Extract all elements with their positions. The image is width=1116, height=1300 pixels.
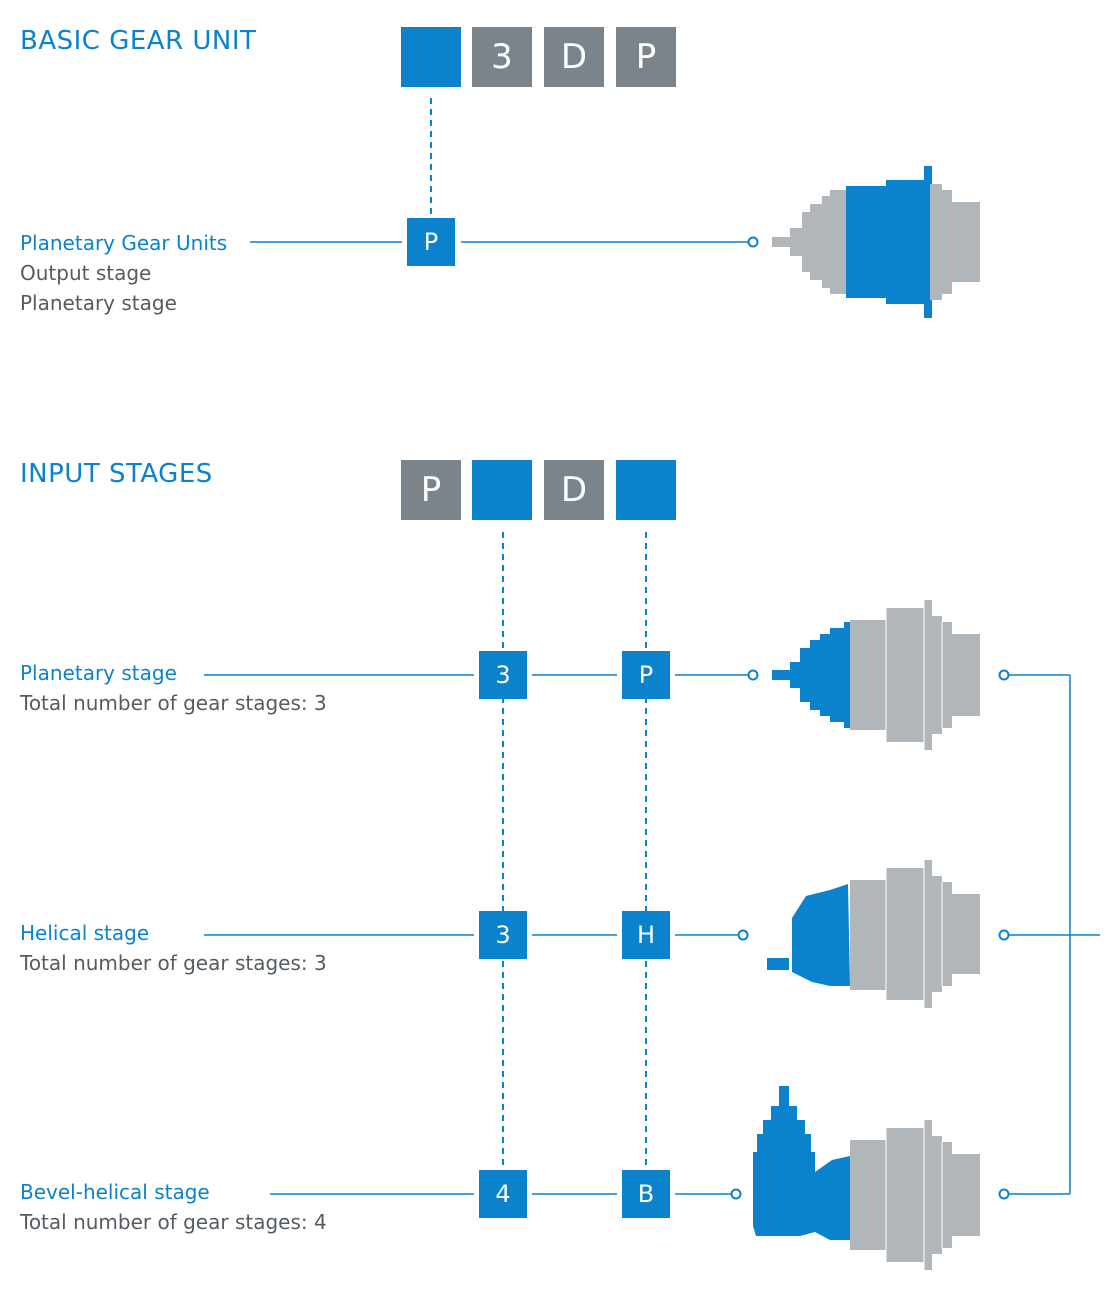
stage-count-box: 3 bbox=[479, 911, 527, 959]
planetary-gear-unit-icon bbox=[772, 166, 980, 318]
output-dot bbox=[998, 929, 1010, 941]
stage-count-box: 3 bbox=[479, 651, 527, 699]
code-box-2: 3 bbox=[472, 27, 532, 87]
helical-stage-total: Total number of gear stages: 3 bbox=[20, 951, 327, 975]
code-box-3: D bbox=[544, 460, 604, 520]
code-box-1 bbox=[401, 27, 461, 87]
connector-dot bbox=[747, 236, 759, 248]
code-box-4: P bbox=[616, 27, 676, 87]
planetary-gear-units-label: Planetary Gear Units bbox=[20, 231, 228, 255]
output-dot bbox=[998, 1188, 1010, 1200]
bevel-helical-input-gear-unit-icon bbox=[753, 1086, 980, 1270]
code-box-2 bbox=[472, 460, 532, 520]
connector-dot bbox=[730, 1188, 742, 1200]
helical-stage-title: Helical stage bbox=[20, 921, 150, 945]
code-box-3: D bbox=[544, 27, 604, 87]
planetary-stage-title: Planetary stage bbox=[20, 661, 177, 685]
planetary-unit-selector: P bbox=[407, 218, 455, 266]
section-heading-basic: BASIC GEAR UNIT bbox=[20, 26, 257, 56]
output-dot bbox=[998, 669, 1010, 681]
bevel-helical-stage-title: Bevel-helical stage bbox=[20, 1180, 210, 1204]
stage-type-box: B bbox=[622, 1170, 670, 1218]
planetary-stage-label: Planetary stage bbox=[20, 291, 177, 315]
stage-count-box: 4 bbox=[479, 1170, 527, 1218]
stage-type-box: P bbox=[622, 651, 670, 699]
output-stage-label: Output stage bbox=[20, 261, 152, 285]
planetary-input-gear-unit-icon bbox=[772, 600, 980, 750]
connector-dot bbox=[737, 929, 749, 941]
connector-dot bbox=[747, 669, 759, 681]
helical-input-gear-unit-icon bbox=[767, 860, 980, 1008]
section-heading-input: INPUT STAGES bbox=[20, 459, 213, 489]
bevel-helical-stage-total: Total number of gear stages: 4 bbox=[20, 1210, 327, 1234]
stage-type-box: H bbox=[622, 911, 670, 959]
code-box-4 bbox=[616, 460, 676, 520]
code-box-1: P bbox=[401, 460, 461, 520]
planetary-stage-total: Total number of gear stages: 3 bbox=[20, 691, 327, 715]
